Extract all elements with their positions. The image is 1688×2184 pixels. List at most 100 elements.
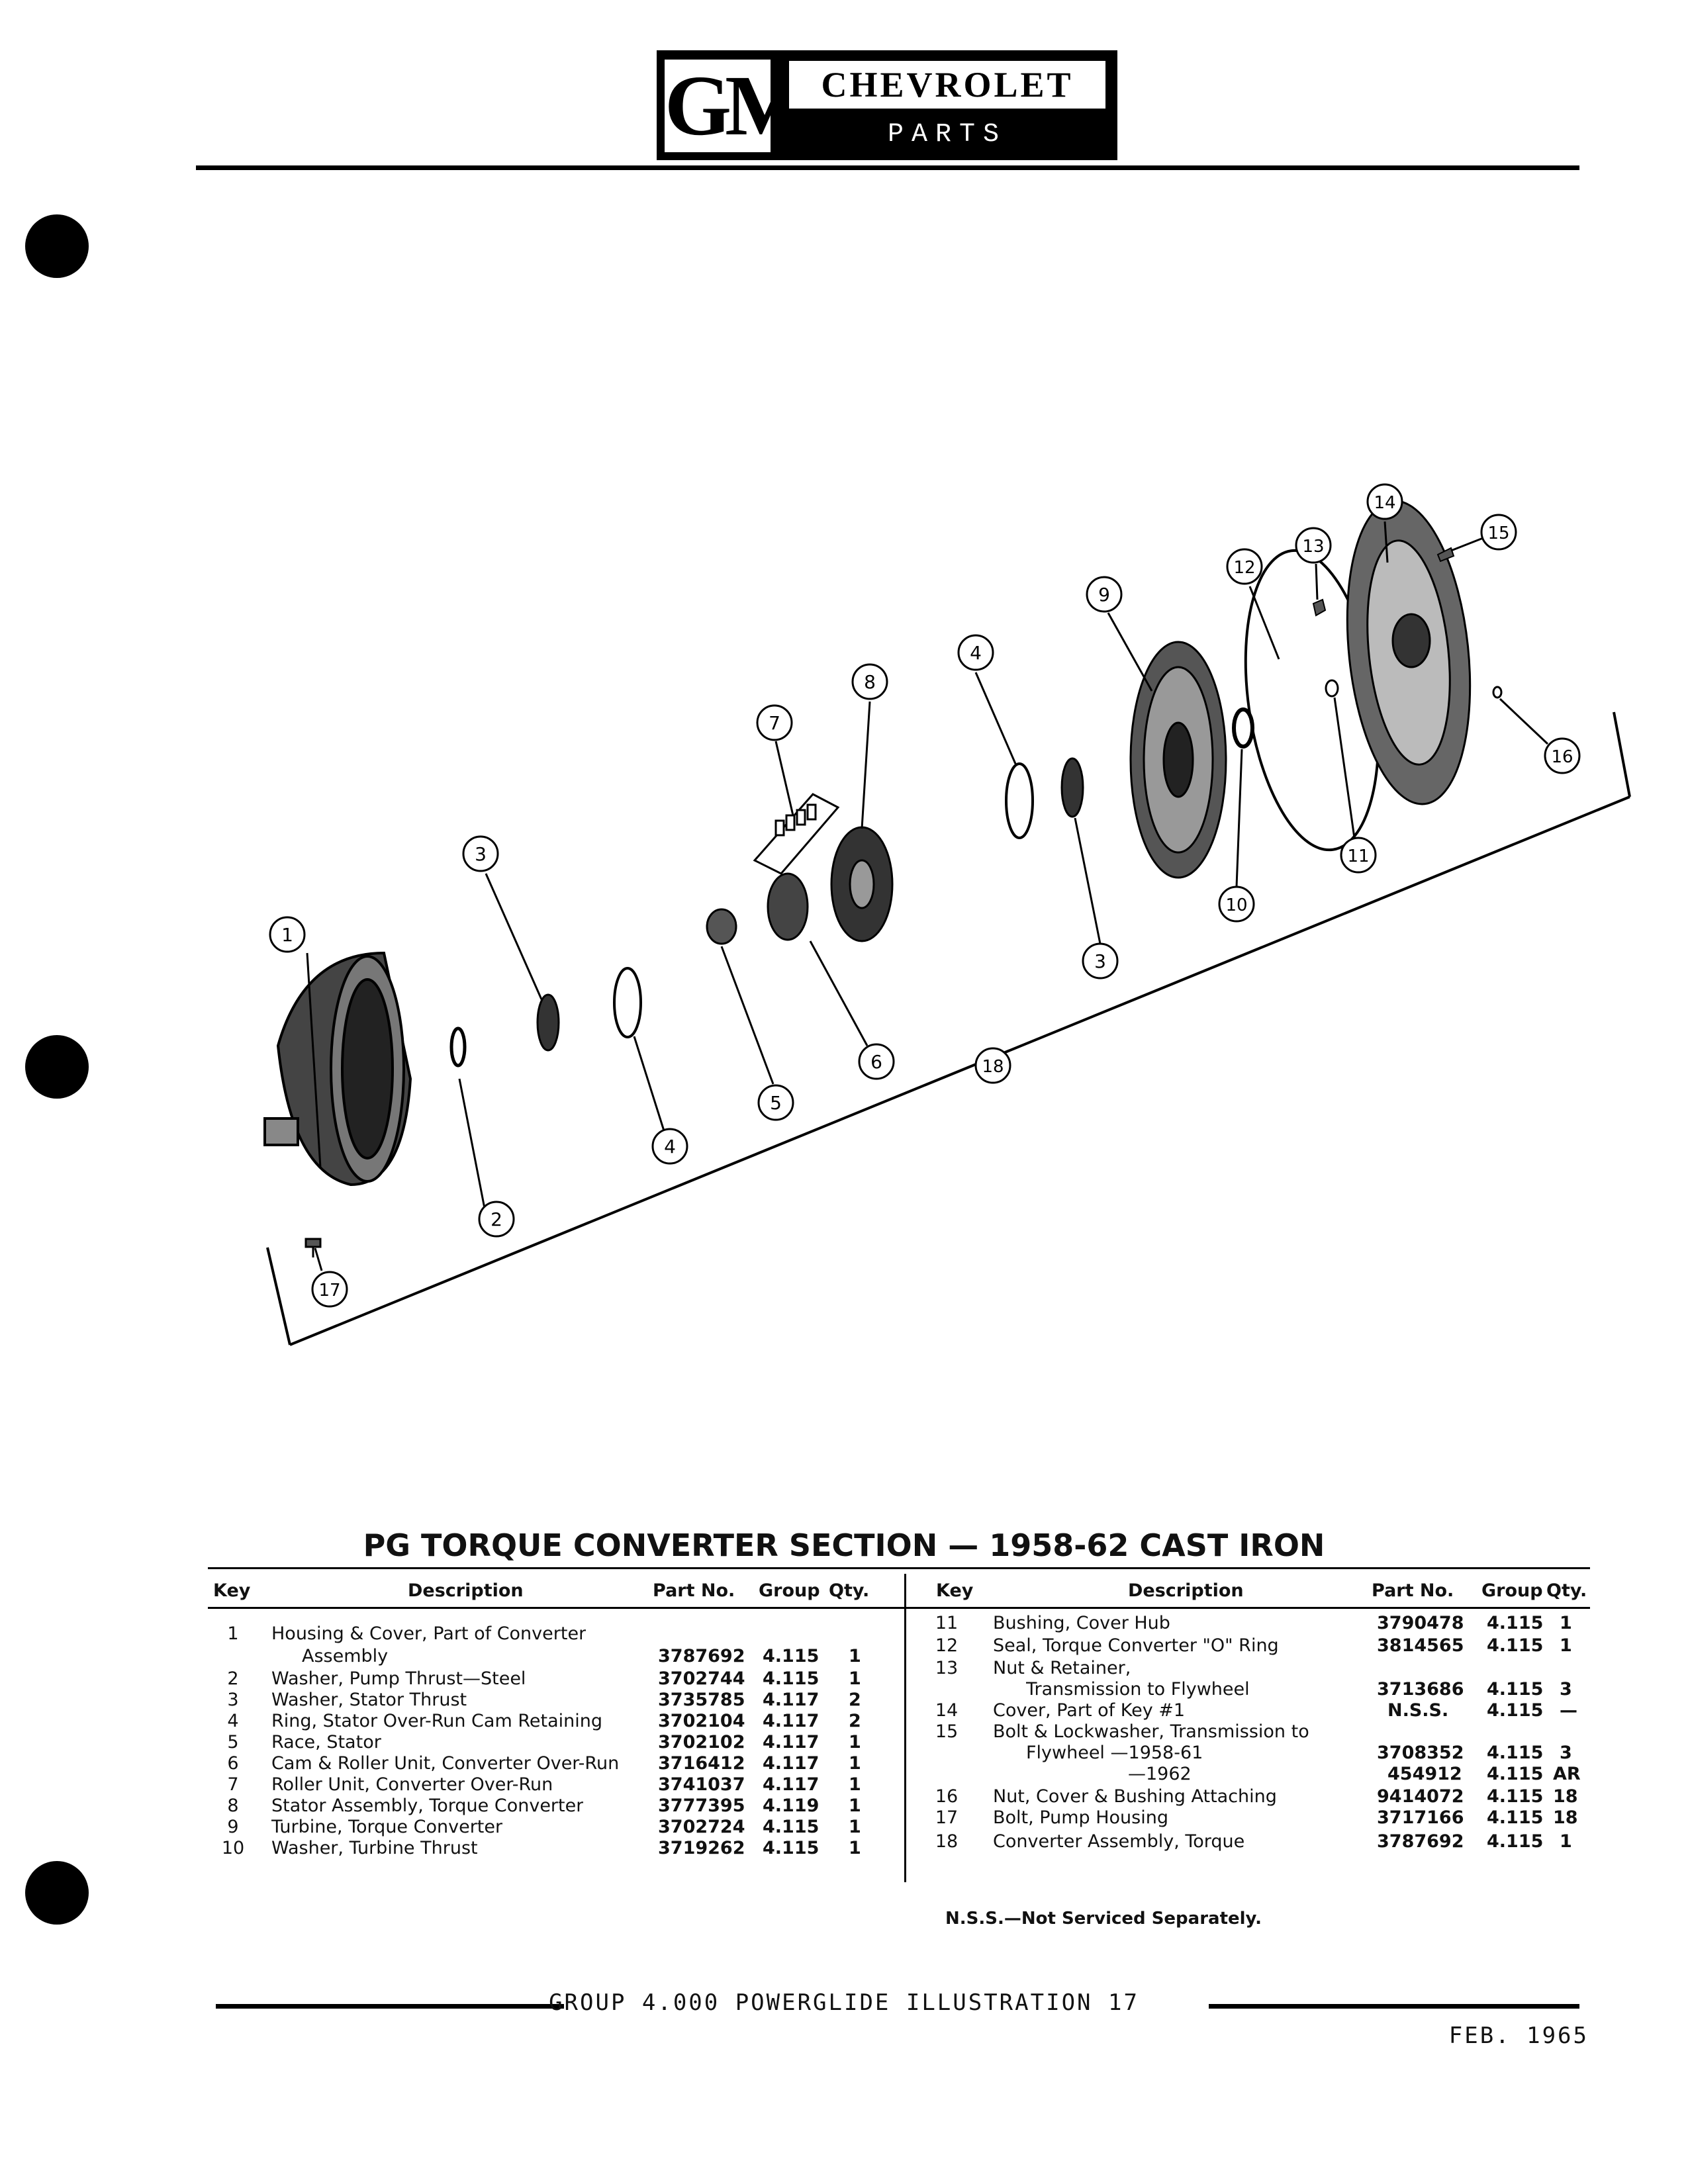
callout-15-label: 15	[1487, 523, 1509, 543]
row-qty: 1	[849, 1668, 861, 1689]
row-description: Housing & Cover, Part of Converter	[271, 1623, 586, 1644]
row-group: 4.115	[1487, 1831, 1544, 1852]
pump-housing-bolt	[305, 1238, 322, 1257]
row-part-number: 3735785	[658, 1690, 745, 1710]
callout-13: 13	[1295, 527, 1332, 564]
table-row: 18 Converter Assembly, Torque 3787692 4.…	[927, 1831, 1589, 1853]
table-row: 9 Turbine, Torque Converter 3702724 4.11…	[213, 1816, 895, 1839]
row-part-number: 9414072	[1377, 1786, 1464, 1807]
row-key: 16	[935, 1786, 959, 1807]
row-qty: 18	[1553, 1807, 1578, 1828]
callout-2: 2	[478, 1201, 515, 1238]
row-part-number: 3702104	[658, 1711, 745, 1731]
table-row: 13 Nut & Retainer,	[927, 1657, 1589, 1680]
footer-rule-left	[216, 2004, 564, 2009]
row-description: Bolt & Lockwasher, Transmission to	[993, 1721, 1309, 1742]
row-qty: 3	[1560, 1743, 1572, 1763]
nut-retainer	[1312, 598, 1327, 617]
row-qty: 1	[849, 1732, 861, 1752]
table-row: Assembly 3787692 4.115 1	[213, 1645, 895, 1668]
header-part-right: Part No.	[1372, 1580, 1454, 1601]
table-row: Transmission to Flywheel 3713686 4.115 3	[927, 1678, 1589, 1701]
assembly-bracket	[266, 711, 1631, 1346]
row-part-number: 3719262	[658, 1838, 745, 1858]
row-group: 4.117	[763, 1732, 820, 1752]
row-description: Assembly	[302, 1646, 389, 1666]
row-group: 4.115	[1487, 1807, 1544, 1828]
exploded-parts-diagram: 1 2 3 4 5 6 7 8 9 3 4 10 11 12 13 14 15 …	[263, 483, 1631, 1346]
row-part-number: 454912	[1387, 1764, 1462, 1784]
row-key: 8	[227, 1796, 239, 1816]
table-row: 4 Ring, Stator Over-Run Cam Retaining 37…	[213, 1710, 895, 1733]
table-row: 1 Housing & Cover, Part of Converter	[213, 1623, 895, 1645]
table-row: 15 Bolt & Lockwasher, Transmission to	[927, 1721, 1589, 1743]
row-qty: 18	[1553, 1786, 1578, 1807]
row-qty: 1	[1560, 1635, 1572, 1656]
row-key: 13	[935, 1658, 959, 1678]
row-description: Washer, Pump Thrust—Steel	[271, 1668, 526, 1689]
row-key: 12	[935, 1635, 959, 1656]
callout-10-label: 10	[1225, 895, 1247, 915]
row-group: 4.115	[763, 1838, 820, 1858]
catalogue-subtitle: PARTS CATALOGUE	[839, 120, 1055, 187]
header-description-right: Description	[1128, 1580, 1244, 1601]
row-qty: 1	[1560, 1613, 1572, 1633]
header-group-left: Group	[759, 1580, 820, 1601]
row-part-number: 3717166	[1377, 1807, 1464, 1828]
table-row: 11 Bushing, Cover Hub 3790478 4.115 1	[927, 1612, 1589, 1635]
row-qty: 1	[1560, 1831, 1572, 1852]
row-description: Converter Assembly, Torque	[993, 1831, 1245, 1852]
callout-3-right: 3	[1082, 942, 1119, 979]
callout-18: 18	[974, 1047, 1011, 1084]
callout-1-label: 1	[281, 924, 293, 946]
callout-16: 16	[1544, 737, 1581, 774]
callout-7-label: 7	[769, 712, 780, 734]
leader-lines	[306, 521, 1549, 1271]
table-row: 8 Stator Assembly, Torque Converter 3777…	[213, 1795, 895, 1817]
row-key: 15	[935, 1721, 959, 1742]
row-part-number: 3708352	[1377, 1743, 1464, 1763]
header-part-left: Part No.	[653, 1580, 735, 1601]
row-key: 7	[227, 1774, 239, 1795]
row-part-number: 3741037	[658, 1774, 745, 1795]
table-row: 6 Cam & Roller Unit, Converter Over-Run …	[213, 1752, 895, 1775]
stator-race	[706, 908, 737, 945]
header-rule	[196, 165, 1579, 170]
row-group: 4.115	[1487, 1679, 1544, 1700]
table-row: 17 Bolt, Pump Housing 3717166 4.115 18	[927, 1807, 1589, 1829]
callout-8: 8	[851, 663, 888, 700]
callout-10: 10	[1218, 886, 1255, 923]
callout-7: 7	[756, 704, 793, 741]
stator-retaining-ring-right	[1005, 762, 1034, 839]
row-qty: 1	[849, 1838, 861, 1858]
table-row: 5 Race, Stator 3702102 4.117 1	[213, 1731, 895, 1754]
row-group: 4.115	[1487, 1743, 1544, 1763]
callout-12: 12	[1226, 548, 1263, 585]
table-header-rule	[208, 1607, 1590, 1609]
row-group: 4.115	[1487, 1700, 1544, 1721]
callout-11-label: 11	[1347, 846, 1369, 866]
callout-4-left-label: 4	[664, 1136, 676, 1158]
row-description: Cam & Roller Unit, Converter Over-Run	[271, 1753, 620, 1774]
header-qty-right: Qty.	[1546, 1580, 1587, 1601]
row-part-number: 3713686	[1377, 1679, 1464, 1700]
row-key: 2	[227, 1668, 239, 1689]
lockwasher-bolt	[1436, 547, 1455, 563]
callout-11: 11	[1340, 837, 1377, 874]
callout-12-label: 12	[1233, 558, 1255, 578]
row-key: 1	[227, 1623, 239, 1644]
callout-3-right-label: 3	[1094, 950, 1106, 972]
row-part-number: 3790478	[1377, 1613, 1464, 1633]
table-row: —1962 454912 4.115 AR	[927, 1763, 1589, 1786]
row-group: 4.115	[763, 1817, 820, 1837]
cam-roller-unit	[767, 872, 809, 941]
row-key: 14	[935, 1700, 959, 1721]
row-group: 4.119	[763, 1796, 820, 1816]
row-part-number: N.S.S.	[1387, 1700, 1449, 1721]
row-group: 4.115	[1487, 1786, 1544, 1807]
callout-2-label: 2	[491, 1208, 502, 1230]
row-qty: 1	[849, 1774, 861, 1795]
roller-unit	[753, 793, 840, 875]
callout-8-label: 8	[864, 671, 876, 693]
row-description: Cover, Part of Key #1	[993, 1700, 1186, 1721]
